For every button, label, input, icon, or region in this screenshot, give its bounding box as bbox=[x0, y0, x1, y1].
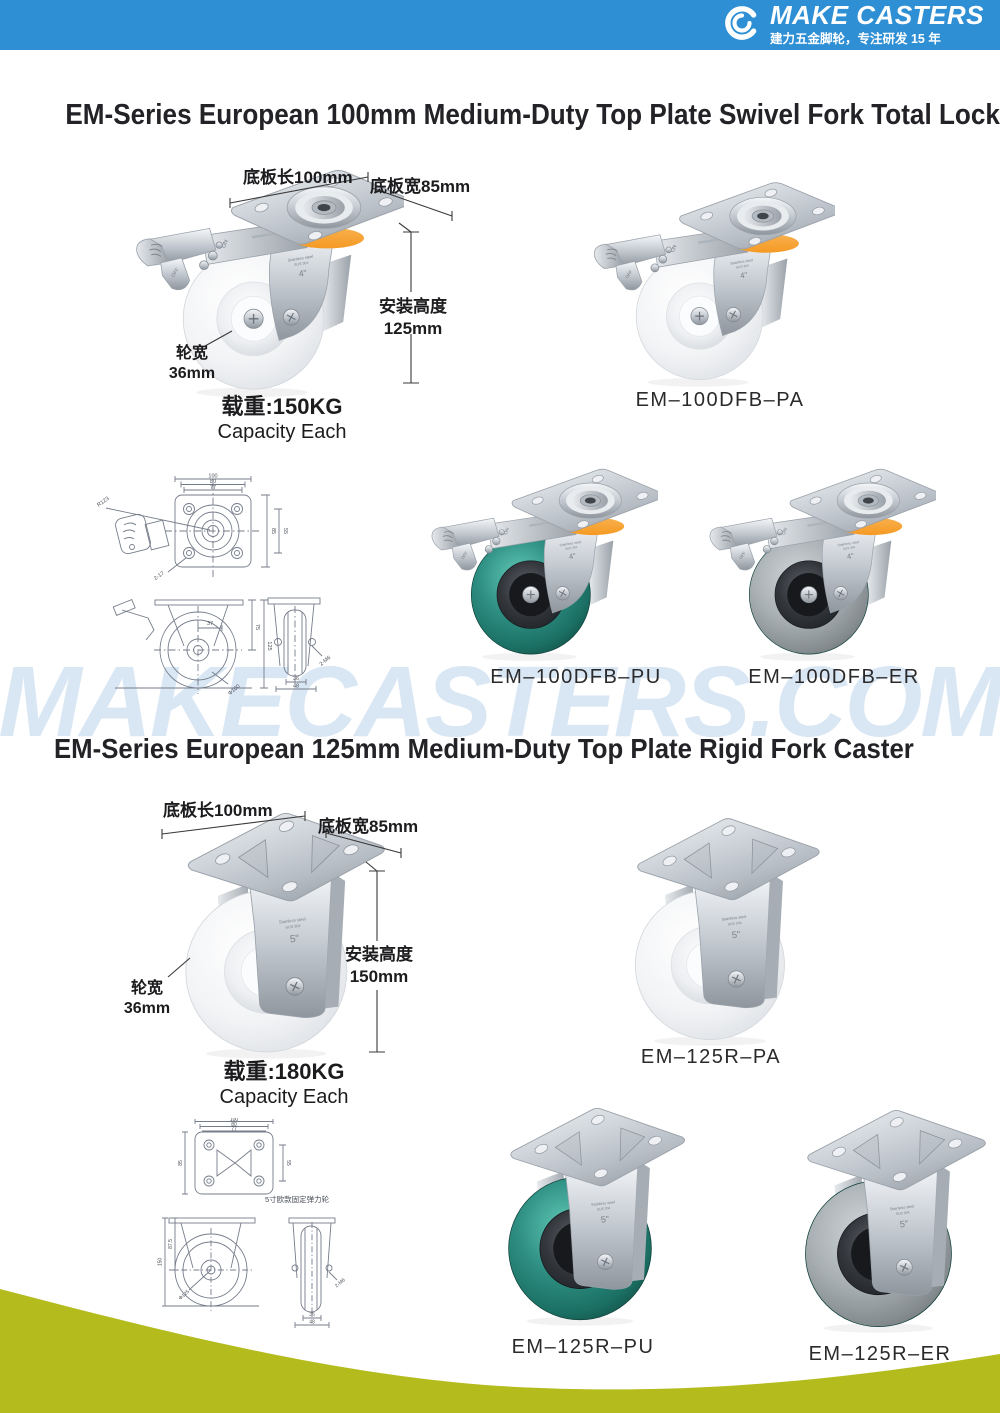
svg-text:2-M6: 2-M6 bbox=[319, 655, 332, 668]
svg-text:Stainless steel: Stainless steel bbox=[287, 254, 313, 263]
svg-text:55: 55 bbox=[285, 1160, 291, 1166]
svg-text:SUS 304: SUS 304 bbox=[843, 545, 856, 551]
svg-text:Stainless steel: Stainless steel bbox=[837, 540, 859, 547]
svg-text:Φ100: Φ100 bbox=[227, 684, 241, 697]
svg-text:5": 5" bbox=[600, 1214, 609, 1225]
svg-text:2-17: 2-17 bbox=[153, 571, 165, 582]
svg-text:4": 4" bbox=[846, 551, 854, 561]
svg-text:SUS 304: SUS 304 bbox=[728, 921, 742, 927]
svg-text:36: 36 bbox=[309, 1312, 315, 1318]
svg-text:85: 85 bbox=[270, 528, 276, 534]
svg-text:80: 80 bbox=[231, 1122, 237, 1128]
svg-text:36: 36 bbox=[293, 676, 299, 682]
svg-text:SUS 304: SUS 304 bbox=[736, 264, 750, 270]
model-label-em-100dfb-pu: EM–100DFB–PU bbox=[490, 666, 662, 688]
model-label-em-125r-pu: EM–125R–PU bbox=[511, 1336, 655, 1358]
svg-text:4": 4" bbox=[568, 551, 576, 561]
model-label-em-125r-er: EM–125R–ER bbox=[808, 1343, 952, 1365]
svg-text:100: 100 bbox=[230, 1118, 239, 1123]
svg-text:85: 85 bbox=[178, 1160, 184, 1166]
technical-drawing-swivel: 100 80 77 85 55 R123 2-17 37 75 125 Φ100… bbox=[60, 470, 380, 705]
brand-tagline: 建力五金脚轮，专注研发 15 年 bbox=[769, 32, 941, 46]
svg-text:87.5: 87.5 bbox=[168, 1239, 174, 1249]
svg-text:37: 37 bbox=[207, 621, 213, 627]
svg-text:SUS 304: SUS 304 bbox=[896, 1210, 910, 1216]
svg-text:OFF: OFF bbox=[170, 267, 180, 278]
brand-name: MAKE CASTERS bbox=[769, 0, 984, 30]
fig2-plate-length-label: 底板长100mm bbox=[163, 801, 273, 820]
svg-text:SUS 304: SUS 304 bbox=[294, 261, 309, 267]
green-swoosh bbox=[0, 1289, 1000, 1413]
svg-text:R123: R123 bbox=[96, 496, 110, 509]
fig1-plate-length-label: 底板长100mm bbox=[243, 168, 353, 187]
technical-drawing-rigid: 100 80 77 85 55 150 87.5 Φ125 36 48 2-M6… bbox=[155, 1118, 355, 1348]
svg-text:75: 75 bbox=[254, 624, 260, 630]
svg-text:Stainless steel: Stainless steel bbox=[279, 916, 306, 924]
svg-text:5": 5" bbox=[899, 1219, 908, 1230]
svg-text:150: 150 bbox=[158, 1258, 164, 1267]
svg-text:ON: ON bbox=[221, 239, 230, 249]
svg-text:OFF: OFF bbox=[460, 550, 469, 560]
svg-text:48: 48 bbox=[309, 1320, 315, 1326]
model-label-em-100dfb-er: EM–100DFB–ER bbox=[748, 666, 920, 688]
svg-text:OFF: OFF bbox=[624, 269, 633, 279]
svg-text:4": 4" bbox=[740, 270, 749, 280]
svg-text:Stainless steel: Stainless steel bbox=[559, 540, 581, 547]
svg-text:77: 77 bbox=[210, 485, 216, 491]
svg-text:5": 5" bbox=[731, 929, 741, 940]
svg-text:ON: ON bbox=[781, 526, 789, 535]
fig1-plate-width-label: 底板宽85mm bbox=[370, 177, 471, 196]
svg-text:Stainless steel: Stainless steel bbox=[591, 1200, 615, 1207]
model-label-em-100dfb-pa: EM–100DFB–PA bbox=[635, 389, 805, 411]
svg-text:Φ125: Φ125 bbox=[178, 1289, 191, 1302]
svg-text:ON: ON bbox=[503, 526, 511, 535]
svg-text:SUS 304: SUS 304 bbox=[565, 545, 578, 551]
watermark-text: MAKECASTERS.COM bbox=[0, 646, 1000, 758]
svg-text:SUS 304: SUS 304 bbox=[597, 1206, 611, 1212]
svg-text:Stainless steel: Stainless steel bbox=[890, 1204, 915, 1211]
svg-text:5": 5" bbox=[289, 933, 300, 945]
svg-text:100: 100 bbox=[208, 474, 217, 480]
svg-text:Stainless steel: Stainless steel bbox=[721, 914, 747, 922]
drawing2-caption: 5寸欧款固定弹力轮 bbox=[265, 1194, 330, 1204]
fig2-plate-width-label: 底板宽85mm bbox=[318, 817, 419, 836]
section2-title: EM-Series European 125mm Medium-Duty Top… bbox=[54, 733, 914, 764]
svg-text:SUS 304: SUS 304 bbox=[285, 924, 300, 930]
svg-text:48: 48 bbox=[293, 684, 299, 690]
svg-text:55: 55 bbox=[282, 528, 288, 534]
svg-text:125: 125 bbox=[266, 641, 272, 650]
fig1-capacity: 载重:150KG Capacity Each bbox=[217, 394, 347, 443]
svg-text:80: 80 bbox=[210, 479, 216, 485]
svg-text:OFF: OFF bbox=[738, 550, 747, 560]
section1-title: EM-Series European 100mm Medium-Duty Top… bbox=[65, 99, 1000, 131]
fig2-capacity: 载重:180KG Capacity Each bbox=[219, 1059, 349, 1108]
svg-text:4": 4" bbox=[298, 268, 307, 279]
brand-circle-icon bbox=[722, 3, 762, 48]
svg-text:ON: ON bbox=[670, 244, 679, 254]
header-bar: MAKE CASTERS 建力五金脚轮，专注研发 15 年 bbox=[0, 0, 1000, 50]
brand-logo: MAKE CASTERS 建力五金脚轮，专注研发 15 年 bbox=[722, 0, 984, 48]
svg-text:77: 77 bbox=[231, 1127, 237, 1133]
svg-text:Stainless steel: Stainless steel bbox=[730, 258, 754, 266]
model-label-em-125r-pa: EM–125R–PA bbox=[640, 1046, 782, 1068]
